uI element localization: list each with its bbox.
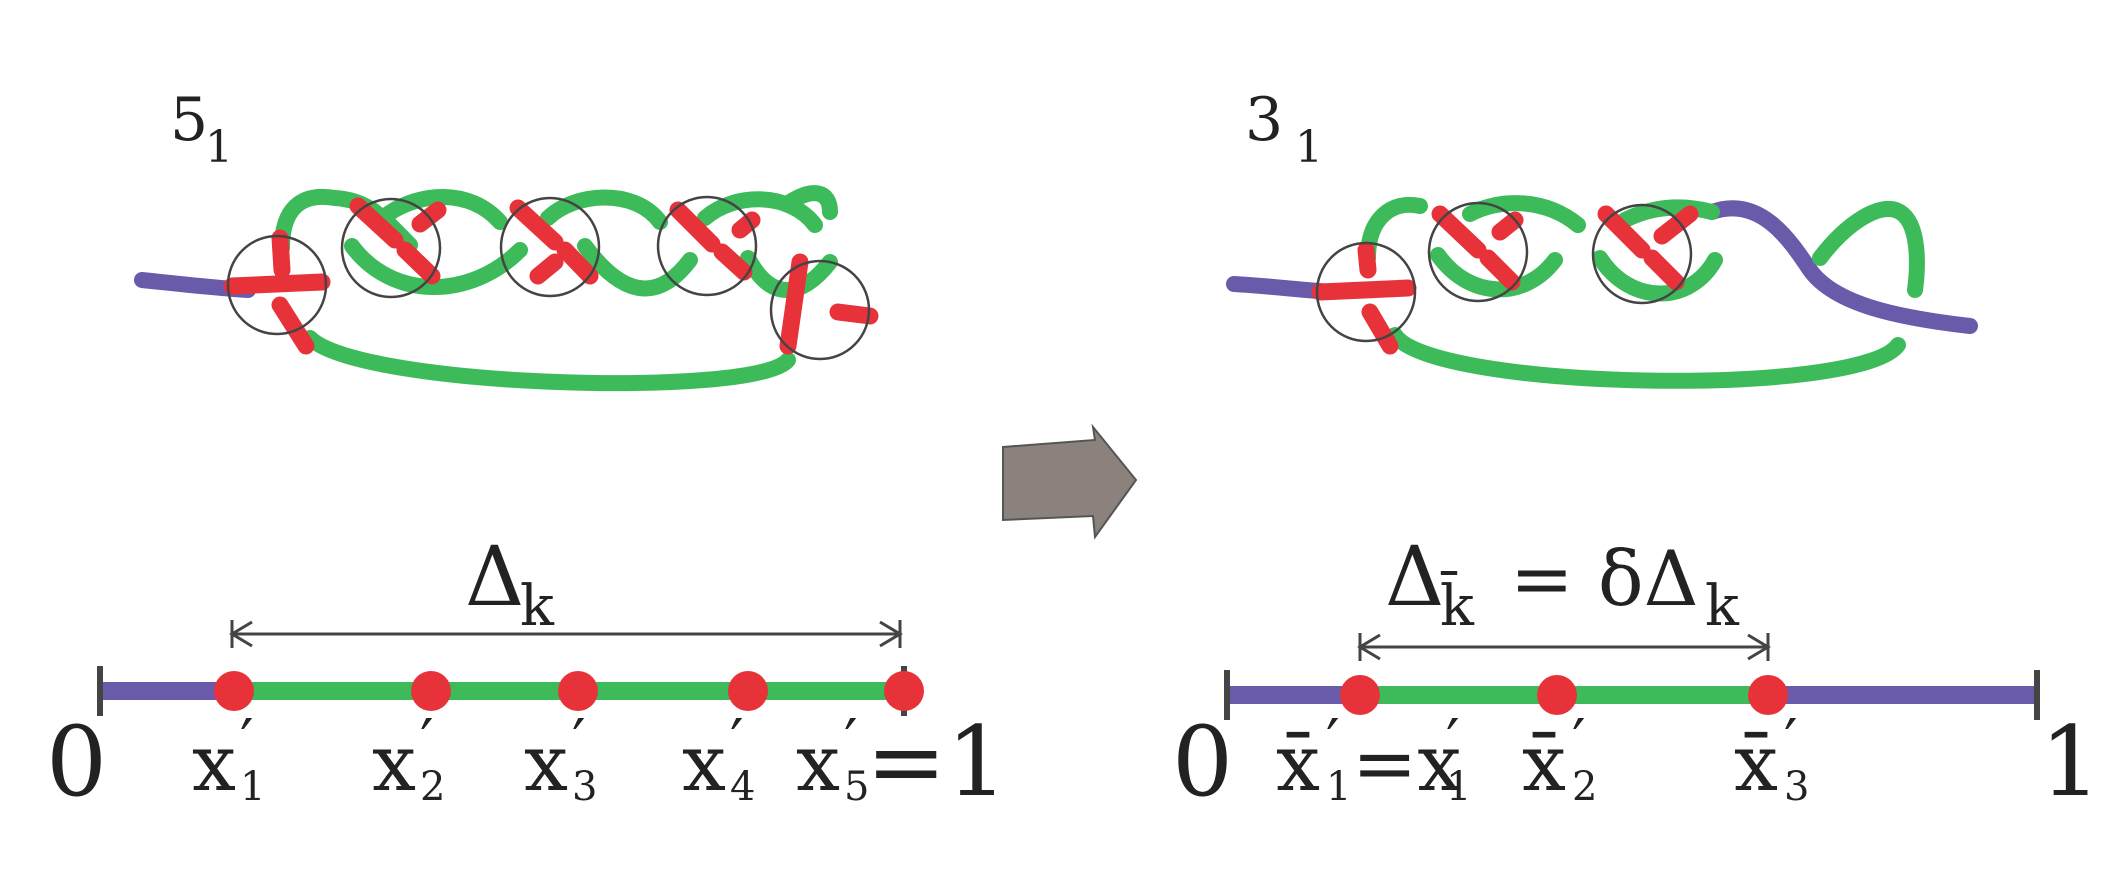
svg-text:′: ′ bbox=[844, 707, 858, 777]
left-knot-sub: 1 bbox=[205, 122, 233, 173]
svg-text:′: ′ bbox=[572, 707, 586, 777]
right-point-1-sub: 1 bbox=[1326, 764, 1351, 810]
right-knot-sub: 1 bbox=[1295, 122, 1323, 173]
right-red-strands bbox=[1311, 205, 1699, 355]
left-point-1-label: x bbox=[192, 719, 236, 809]
right-point-3-label: x̄ bbox=[1734, 719, 1778, 809]
left-point-1-sub: 1 bbox=[240, 764, 265, 810]
left-point-2-sub: 2 bbox=[420, 764, 445, 810]
right-interval: Δ k̄ = δΔ k bbox=[1357, 530, 1771, 661]
left-green-middle bbox=[344, 238, 838, 298]
right-point-2-sub: 2 bbox=[1572, 764, 1597, 810]
left-point-5-sub: 5 bbox=[844, 764, 869, 810]
svg-text:′: ′ bbox=[1784, 707, 1798, 777]
right-green-bottom bbox=[1387, 327, 1906, 389]
right-green-right-loop bbox=[1812, 200, 1925, 298]
left-point-5-label: x bbox=[796, 719, 840, 809]
right-point-1-suffix-sub: 1 bbox=[1446, 764, 1471, 810]
left-number-line: 0 x ′ 1 x ′ 2 x ′ 3 x ′ 4 x ′ 5 =1 bbox=[46, 666, 1008, 818]
left-green-top bbox=[274, 185, 838, 256]
svg-text:′: ′ bbox=[730, 707, 744, 777]
left-interval-sub: k bbox=[520, 574, 555, 639]
right-interval-eq-sub: k bbox=[1705, 574, 1740, 639]
left-green-bottom bbox=[302, 330, 796, 392]
right-interval-sub: k̄ bbox=[1440, 570, 1475, 639]
right-green-middle bbox=[1430, 247, 1723, 302]
right-axis-end: 1 bbox=[2040, 706, 2101, 818]
left-point-5-suffix: =1 bbox=[866, 706, 1008, 818]
left-knot bbox=[134, 185, 879, 392]
right-number-line: 0 1 x̄ ′ 1 =x ′ 1 x̄ ′ 2 x̄ ′ 3 bbox=[1172, 670, 2101, 818]
left-point-2-label: x bbox=[372, 719, 416, 809]
right-blue-strand-right bbox=[1704, 200, 1978, 334]
svg-text:′: ′ bbox=[1446, 707, 1460, 777]
left-panel: 5 1 bbox=[46, 85, 1008, 818]
left-axis-start: 0 bbox=[46, 706, 107, 818]
right-point-1-suffix: =x bbox=[1352, 719, 1461, 809]
right-interval-eq: = δΔ bbox=[1510, 534, 1698, 623]
right-knot-label: 3 bbox=[1245, 85, 1283, 155]
right-crossing-circles bbox=[1315, 201, 1693, 343]
right-point-2-label: x̄ bbox=[1522, 719, 1566, 809]
left-crossing-circles bbox=[226, 195, 871, 361]
svg-text:′: ′ bbox=[240, 707, 254, 777]
left-point-3-label: x bbox=[524, 719, 568, 809]
transition-arrow-icon bbox=[1002, 423, 1138, 540]
svg-text:′: ′ bbox=[420, 707, 434, 777]
right-axis-start: 0 bbox=[1172, 706, 1233, 818]
svg-text:′: ′ bbox=[1572, 707, 1586, 777]
left-points bbox=[214, 671, 924, 711]
right-point-3-sub: 3 bbox=[1784, 764, 1809, 810]
right-interval-label: Δ bbox=[1385, 530, 1444, 625]
left-interval-label: Δ bbox=[465, 530, 524, 625]
svg-text:′: ′ bbox=[1326, 707, 1340, 777]
left-point-4-label: x bbox=[682, 719, 726, 809]
left-point-4-sub: 4 bbox=[730, 764, 755, 810]
left-point-3-sub: 3 bbox=[572, 764, 597, 810]
left-interval: Δ k bbox=[229, 530, 903, 648]
right-knot bbox=[1226, 195, 1978, 389]
right-point-1-label: x̄ bbox=[1276, 719, 1320, 809]
right-panel: 3 1 bbox=[1172, 85, 2101, 818]
left-knot-label: 5 bbox=[170, 85, 208, 155]
right-points bbox=[1340, 675, 1788, 715]
